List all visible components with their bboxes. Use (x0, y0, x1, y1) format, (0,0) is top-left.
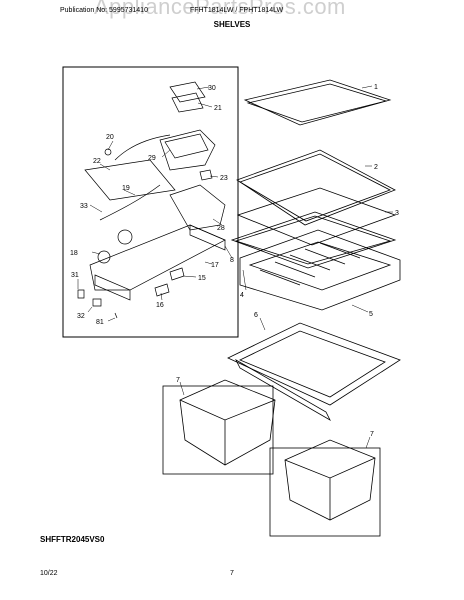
callout-8: 8 (230, 257, 234, 264)
publication-number: Publication No: 5995731410 (60, 7, 148, 14)
model-numbers: FFHT1814LW / FPHT1814LW (190, 7, 284, 14)
callout-23: 23 (220, 175, 228, 182)
callout-17: 17 (211, 262, 219, 269)
leader-lines (77, 85, 393, 449)
callout-labels: 1 2 3 4 5 6 7 7 8 15 16 17 18 19 20 21 2… (70, 84, 399, 438)
page-title: SHELVES (213, 20, 251, 29)
callout-6: 6 (254, 312, 258, 319)
crisper-frame-right (269, 447, 381, 537)
footer-date: 10/22 (40, 570, 58, 577)
watermark: AppliancePartsPros.com (94, 0, 346, 19)
callout-30: 30 (208, 85, 216, 92)
callout-1: 1 (374, 84, 378, 91)
callout-15: 15 (198, 275, 206, 282)
callout-31: 31 (71, 272, 79, 279)
crisper-frame-left (162, 385, 274, 475)
control-assembly (77, 81, 226, 319)
callout-22: 22 (93, 158, 101, 165)
callout-16: 16 (156, 302, 164, 309)
callout-32: 32 (77, 313, 85, 320)
page-number: 7 (230, 570, 234, 577)
callout-7-right: 7 (370, 431, 374, 438)
callout-21: 21 (214, 105, 222, 112)
callout-19: 19 (122, 185, 130, 192)
callout-5: 5 (369, 311, 373, 318)
callout-28: 28 (217, 225, 225, 232)
callout-18: 18 (70, 250, 78, 257)
callout-4: 4 (240, 292, 244, 299)
shelves (179, 79, 401, 521)
callout-2: 2 (374, 164, 378, 171)
control-box-frame (62, 66, 239, 338)
diagram-code: SHFFTR2045VS0 (40, 535, 105, 544)
callout-29: 29 (148, 155, 156, 162)
callout-33: 33 (80, 203, 88, 210)
callout-81: 81 (96, 319, 104, 326)
callout-7-left: 7 (176, 377, 180, 384)
callout-3: 3 (395, 210, 399, 217)
callout-20: 20 (106, 134, 114, 141)
